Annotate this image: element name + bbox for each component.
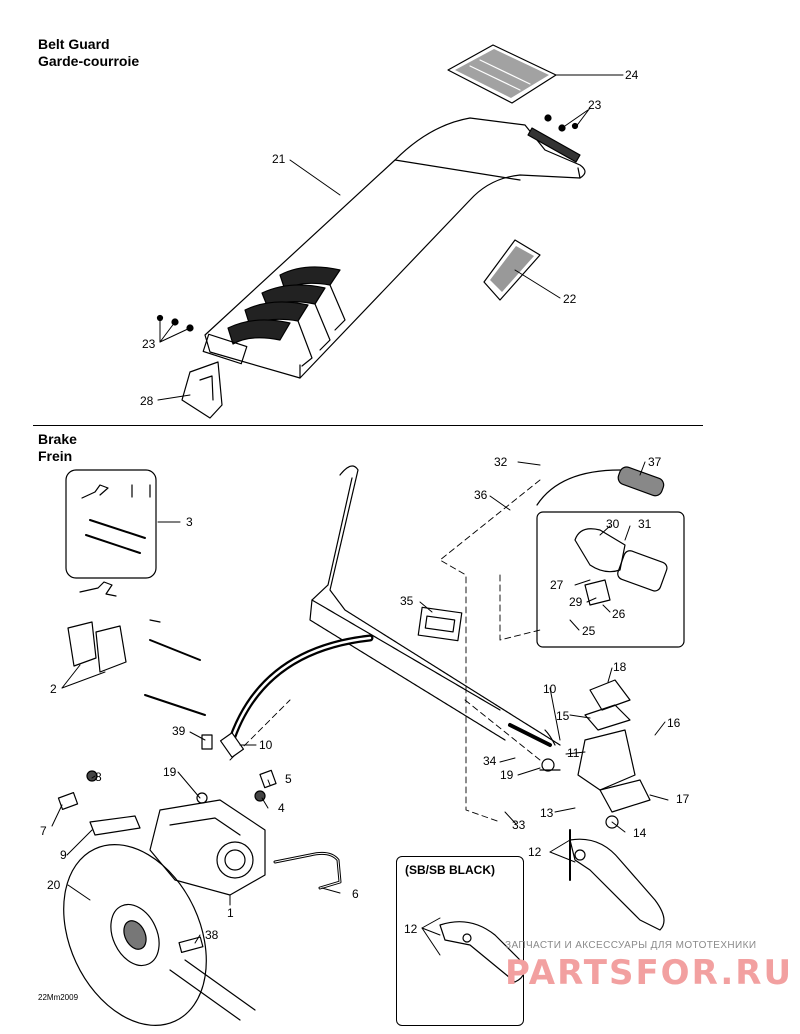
brake-lever-drawing	[569, 829, 665, 931]
brake-title-fr: Frein	[38, 448, 73, 464]
guard-body-21-drawing	[202, 117, 586, 379]
callout-39: 39	[172, 724, 186, 738]
callout-15: 15	[556, 709, 570, 723]
master-cylinder-11-drawing	[508, 679, 651, 829]
callout-11: 11	[567, 746, 580, 760]
decal-24-drawing	[447, 44, 557, 104]
brake-title: Brake Frein	[38, 431, 77, 465]
grip-37-drawing	[536, 466, 665, 506]
inset-frame	[396, 856, 524, 1026]
callout-4: 4	[278, 801, 285, 815]
callout-26: 26	[612, 607, 626, 621]
tool-kit-3-drawing	[65, 469, 157, 579]
belt-guard-title-en: Belt Guard	[38, 36, 110, 52]
inset-lever-drawing	[439, 921, 525, 983]
caliper-1-drawing	[149, 799, 266, 896]
callout-33: 33	[512, 818, 526, 832]
bracket-28-drawing	[181, 361, 223, 419]
callout-19-right: 19	[500, 768, 514, 782]
shaft-38-drawing	[169, 936, 256, 1021]
brake-pads-2-drawing	[67, 581, 206, 716]
callout-6: 6	[352, 887, 359, 901]
callout-14: 14	[633, 826, 647, 840]
callout-23-top: 23	[588, 98, 602, 112]
dashed-reference-lines	[229, 479, 541, 823]
callout-29: 29	[569, 595, 583, 609]
brake-hose-10-drawing	[219, 634, 374, 758]
callout-22: 22	[563, 292, 577, 306]
watermark-tagline: ЗАПЧАСТИ И АКСЕССУАРЫ ДЛЯ МОТОТЕХНИКИ	[505, 940, 757, 951]
callout-31: 31	[638, 517, 652, 531]
callout-10-right: 10	[543, 682, 557, 696]
callout-30: 30	[606, 517, 620, 531]
callout-34: 34	[483, 754, 497, 768]
callout-16: 16	[667, 716, 681, 730]
callout-24: 24	[625, 68, 639, 82]
callout-18: 18	[613, 660, 627, 674]
callout-2: 2	[50, 682, 57, 696]
callout-37: 37	[648, 455, 662, 469]
belt-guard-leaders	[157, 74, 624, 401]
callout-12-inset: 12	[404, 922, 418, 936]
belt-guard-title-fr: Garde-courroie	[38, 53, 140, 69]
watermark: ЗАПЧАСТИ И АКСЕССУАРЫ ДЛЯ МОТОТЕХНИКИ PA…	[505, 940, 793, 993]
section-divider	[33, 425, 703, 426]
grip-heater-box	[536, 511, 685, 648]
callout-25: 25	[582, 624, 596, 638]
diagram-code: 22Mm2009	[38, 993, 79, 1002]
callout-23-left: 23	[142, 337, 156, 351]
callout-32: 32	[494, 455, 508, 469]
callout-19-left: 19	[163, 765, 177, 779]
callout-35: 35	[400, 594, 414, 608]
handlebar-outline	[309, 465, 561, 746]
callout-1: 1	[227, 906, 234, 920]
inset-title: (SB/SB BLACK)	[405, 863, 495, 877]
brake-disc-20-drawing	[63, 844, 207, 1026]
label-22-drawing	[483, 239, 541, 301]
connector-35-drawing	[417, 606, 463, 642]
callout-36: 36	[474, 488, 488, 502]
callout-12-lever: 12	[528, 845, 542, 859]
callout-17: 17	[676, 792, 690, 806]
callout-28: 28	[140, 394, 154, 408]
belt-guard-title: Belt Guard Garde-courroie	[38, 36, 139, 70]
callout-3: 3	[186, 515, 193, 529]
callout-13: 13	[540, 806, 554, 820]
brake-leaders	[51, 461, 669, 956]
callout-10-left: 10	[259, 738, 273, 752]
callout-20: 20	[47, 878, 61, 892]
callout-7: 7	[40, 824, 47, 838]
brake-line-6-drawing	[273, 851, 342, 890]
brake-title-en: Brake	[38, 431, 77, 447]
callout-8: 8	[95, 770, 102, 784]
callout-27: 27	[550, 578, 564, 592]
watermark-brand: PARTSFOR.RU	[505, 953, 794, 993]
belt-guard-drawing	[156, 44, 586, 419]
callout-38: 38	[205, 928, 219, 942]
callout-21: 21	[272, 152, 286, 166]
callout-5: 5	[285, 772, 292, 786]
fasteners-drawing	[57, 734, 277, 836]
callout-9: 9	[60, 848, 67, 862]
